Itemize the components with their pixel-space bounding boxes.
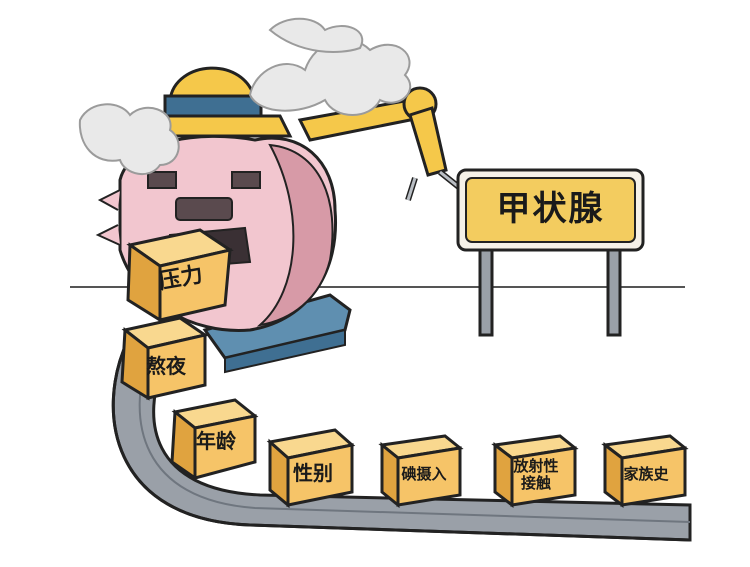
steam-icon <box>78 17 412 175</box>
box-label-radiation-exposure: 放射性 接触 <box>513 457 559 493</box>
box-label-gender: 性别 <box>293 461 333 485</box>
sign-post <box>456 168 645 337</box>
box-label-iodine-intake: 碘摄入 <box>401 465 447 483</box>
box-label-stay-up-late: 熬夜 <box>146 354 186 378</box>
sign-text: 甲状腺 <box>496 189 605 229</box>
box-label-age: 年龄 <box>196 429 236 453</box>
factor-boxes <box>120 228 689 509</box>
box-label-family-history: 家族史 <box>623 465 669 483</box>
